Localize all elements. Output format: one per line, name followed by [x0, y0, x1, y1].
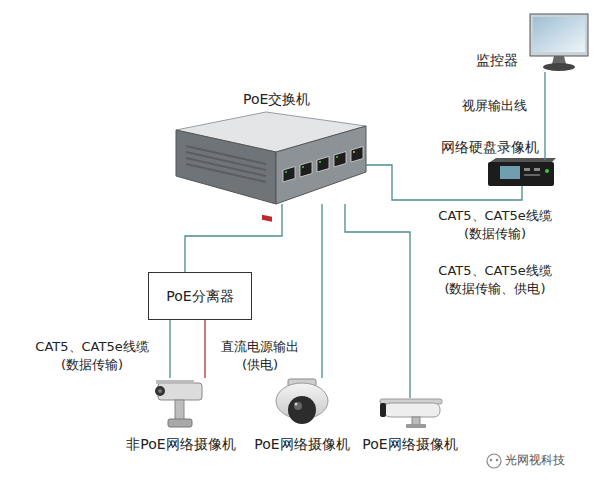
cable-connector	[185, 204, 282, 272]
watermark-text: 光网视科技	[505, 453, 565, 467]
nvr-recorder: 网络硬盘录像机	[488, 160, 556, 186]
poe-switch: PoE交换机	[176, 112, 366, 204]
cable-connector	[366, 165, 522, 200]
device-label: PoE交换机	[243, 91, 310, 108]
monitor-picture	[530, 14, 588, 71]
poe-dome-camera: PoE网络摄像机	[272, 378, 332, 428]
cable-connector	[169, 320, 170, 378]
watermark-icon	[487, 454, 501, 468]
device-label: 监控器	[476, 52, 518, 69]
cable-connector	[204, 320, 205, 378]
cable-label: CAT5、CAT5e线缆 (数据传输、供电)	[425, 262, 565, 297]
device-label: 网络硬盘录像机	[441, 139, 539, 156]
cable-label: CAT5、CAT5e线缆 (数据传输)	[425, 207, 565, 242]
cable-label: 直流电源输出 (供电)	[212, 338, 308, 373]
switch-picture	[176, 112, 366, 222]
nvr-picture	[488, 158, 556, 186]
box-camera-picture	[155, 380, 202, 427]
cable-connector	[345, 204, 410, 398]
brand-mark	[262, 215, 272, 222]
bullet-camera-picture	[380, 399, 442, 428]
non-poe-camera: 非PoE网络摄像机	[150, 378, 212, 430]
cable-label: 视屏输出线	[462, 97, 542, 115]
poe-bullet-camera: PoE网络摄像机	[376, 398, 444, 428]
device-label: PoE网络摄像机	[362, 436, 457, 453]
device-label: PoE网络摄像机	[254, 436, 349, 453]
box-text: PoE分离器	[166, 287, 233, 305]
device-label: 非PoE网络摄像机	[126, 436, 235, 453]
cable-connector	[321, 204, 322, 378]
cable-connector	[544, 72, 545, 160]
cable-label: CAT5、CAT5e线缆 (数据传输)	[22, 338, 162, 373]
poe-splitter: PoE分离器	[148, 272, 252, 320]
monitor-device: 监控器	[528, 12, 590, 72]
dome-camera-picture	[276, 379, 328, 424]
